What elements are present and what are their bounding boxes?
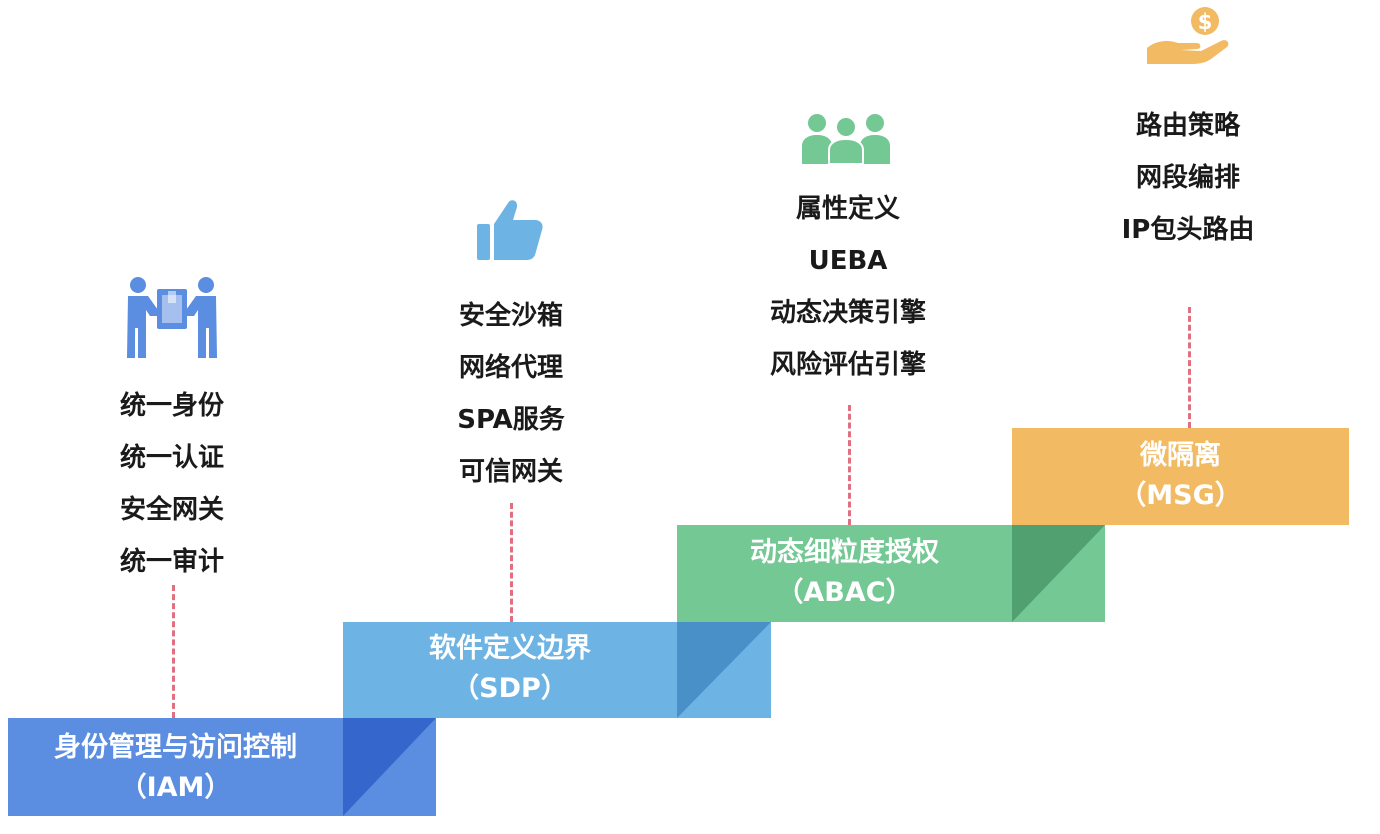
step-abbr: （MSG） (1119, 480, 1242, 511)
step-shadow-sdp (677, 622, 771, 718)
feature-item: 路由策略 (1135, 111, 1240, 141)
feature-item: 统一认证 (119, 443, 224, 473)
step-label-iam: 身份管理与访问控制 （IAM） (8, 728, 343, 808)
feature-item: SPA服务 (457, 405, 565, 435)
connector-abac (848, 405, 851, 525)
people-carrying-box-icon (127, 277, 217, 358)
connector-sdp (510, 503, 513, 622)
step-abbr: （ABAC） (776, 577, 913, 608)
feature-item: 动态决策引擎 (769, 298, 926, 328)
step-shadow-iam (343, 718, 436, 816)
connector-msg (1188, 307, 1191, 428)
step-label-abac: 动态细粒度授权 （ABAC） (677, 533, 1012, 613)
feature-item: 网段编排 (1135, 163, 1240, 193)
feature-item: 风险评估引擎 (769, 350, 926, 380)
step-title: 动态细粒度授权 (750, 537, 939, 568)
feature-item: UEBA (808, 246, 888, 276)
feature-item: 可信网关 (458, 457, 563, 487)
feature-list-iam: 统一身份 统一认证 安全网关 统一审计 (72, 380, 272, 588)
step-abbr: （IAM） (119, 772, 232, 803)
step-title: 身份管理与访问控制 (54, 732, 297, 763)
step-shadow-abac (1012, 525, 1105, 622)
feature-item: IP包头路由 (1121, 215, 1255, 245)
user-group-icon (802, 114, 890, 164)
feature-item: 网络代理 (458, 353, 563, 383)
step-label-msg: 微隔离 （MSG） (1012, 436, 1349, 516)
feature-item: 统一身份 (119, 391, 224, 421)
step-title: 微隔离 (1140, 440, 1221, 471)
connector-iam (172, 585, 175, 718)
step-abbr: （SDP） (452, 673, 568, 704)
svg-text:$: $ (1198, 10, 1213, 34)
feature-item: 安全网关 (119, 495, 224, 525)
feature-item: 统一审计 (119, 547, 224, 577)
feature-list-abac: 属性定义 UEBA 动态决策引擎 风险评估引擎 (728, 183, 968, 391)
step-title: 软件定义边界 (429, 633, 591, 664)
step-label-sdp: 软件定义边界 （SDP） (343, 629, 677, 709)
feature-item: 安全沙箱 (458, 301, 563, 331)
feature-item: 属性定义 (795, 194, 900, 224)
feature-list-sdp: 安全沙箱 网络代理 SPA服务 可信网关 (411, 290, 611, 498)
step-bar-msg (1012, 428, 1349, 525)
thumbs-up-icon (477, 200, 543, 260)
feature-list-msg: 路由策略 网段编排 IP包头路由 (1078, 100, 1298, 256)
hand-holding-dollar-icon: $ (1147, 7, 1229, 64)
